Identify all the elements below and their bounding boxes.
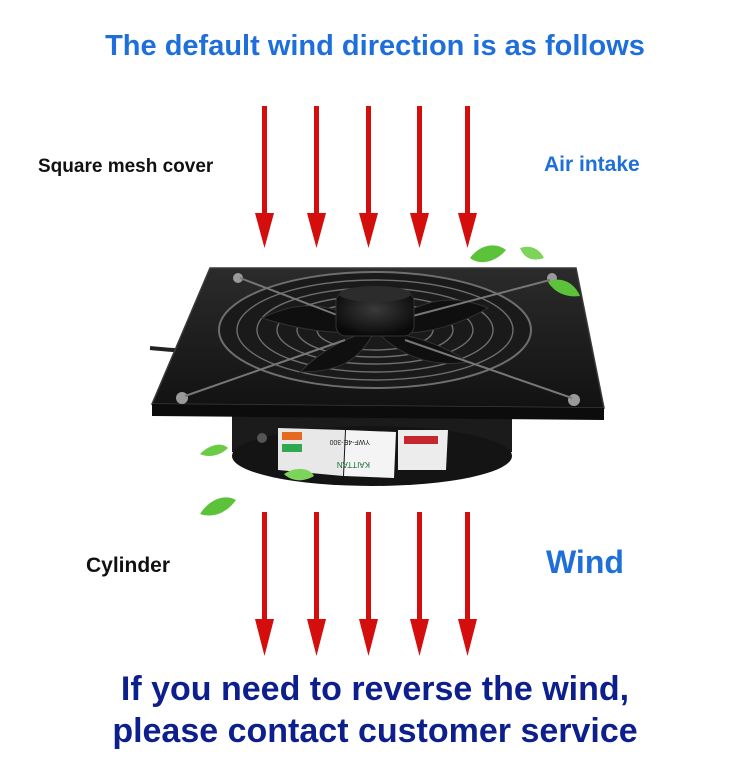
headline: The default wind direction is as follows [105, 30, 645, 62]
leaves [200, 245, 580, 516]
arrow-down-icon [359, 512, 378, 656]
label-wind: Wind [546, 544, 624, 580]
exhaust-arrows [255, 512, 477, 656]
arrow-down-icon [255, 106, 274, 248]
footer-notice: If you need to reverse the wind, please … [0, 668, 750, 752]
arrow-down-icon [255, 512, 274, 656]
arrow-down-icon [458, 512, 477, 656]
leaf-icon [548, 279, 580, 297]
leaf-icon [284, 468, 314, 481]
footer-line-2: please contact customer service [112, 712, 638, 750]
leaf-icon [200, 497, 236, 516]
leaf-icon [520, 246, 544, 260]
model-label: YWF-4E-300 [329, 438, 370, 445]
arrow-down-icon [359, 106, 378, 248]
label-air-intake: Air intake [544, 153, 640, 176]
leaf-icon [200, 444, 228, 456]
footer-line-1: If you need to reverse the wind, [120, 670, 630, 708]
arrow-down-icon [410, 512, 429, 656]
leaf-icon [470, 245, 506, 263]
product-sticker: KAITTAN YWF-4E-300 [278, 428, 448, 478]
arrow-down-icon [410, 106, 429, 248]
label-cylinder: Cylinder [86, 554, 171, 577]
fan: KAITTAN YWF-4E-300 [149, 267, 605, 486]
brand-label: KAITTAN [337, 460, 370, 469]
arrow-down-icon [307, 512, 326, 656]
arrow-down-icon [307, 106, 326, 248]
label-square-mesh-cover: Square mesh cover [38, 156, 214, 177]
intake-arrows [255, 106, 477, 248]
arrow-down-icon [458, 106, 477, 248]
